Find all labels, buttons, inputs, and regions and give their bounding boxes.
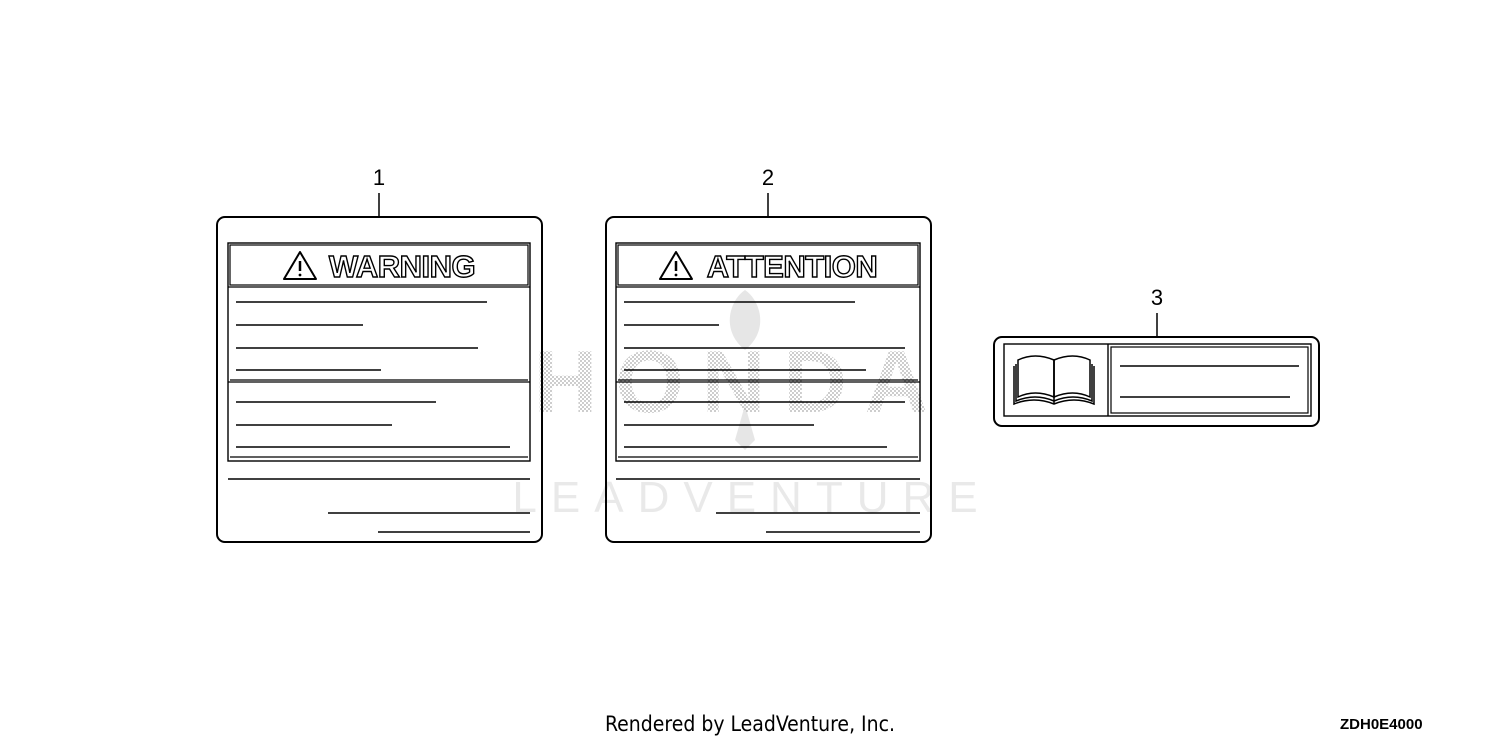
part-1-warning-label[interactable]: 1 WARNING: [216, 165, 543, 543]
label-title-attention: ATTENTION: [707, 249, 878, 284]
callout-3: 3: [1151, 285, 1163, 310]
rendered-by-credit: Rendered by LeadVenture, Inc.: [605, 712, 895, 736]
callout-1: 1: [373, 165, 385, 190]
label-title-warning: WARNING: [329, 249, 475, 284]
text-placeholder-lines: [1120, 365, 1299, 398]
part-2-attention-label[interactable]: 2 ATTENTION: [605, 165, 932, 543]
text-placeholder-lines: [616, 301, 920, 533]
warning-triangle-icon: [659, 251, 693, 280]
callout-2: 2: [762, 165, 774, 190]
text-placeholder-lines: [228, 301, 530, 533]
diagram-code: ZDH0E4000: [1340, 716, 1423, 733]
warning-triangle-icon: [283, 251, 317, 280]
part-3-manual-label[interactable]: 3: [993, 285, 1320, 427]
manual-book-icon: [1013, 355, 1095, 406]
watermark-sub: LEADVENTURE: [512, 473, 991, 522]
